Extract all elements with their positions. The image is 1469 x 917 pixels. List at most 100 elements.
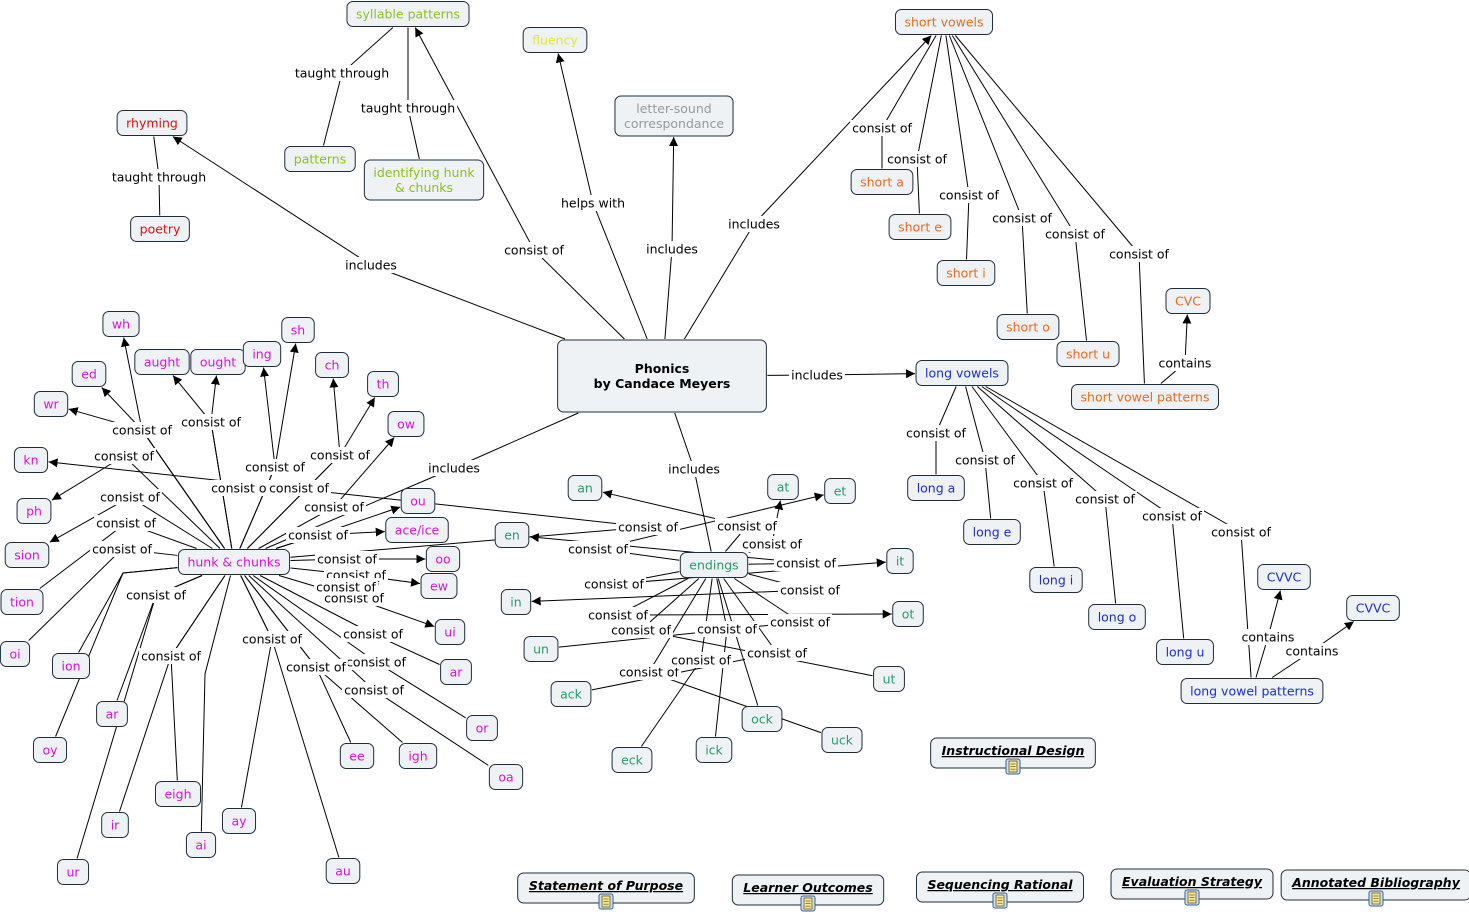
document-icon[interactable] xyxy=(992,892,1008,909)
document-icon[interactable] xyxy=(1368,890,1384,907)
node-tion[interactable]: tion xyxy=(0,589,44,615)
node-oo[interactable]: oo xyxy=(425,546,461,572)
node-ar2[interactable]: ar xyxy=(440,659,472,685)
node-box xyxy=(611,747,653,773)
node-poetry[interactable]: poetry xyxy=(130,216,190,242)
node-kn[interactable]: kn xyxy=(13,447,49,473)
node-wh[interactable]: wh xyxy=(102,311,140,337)
node-long-u[interactable]: long u xyxy=(1156,639,1214,665)
node-ought[interactable]: ought xyxy=(190,349,246,375)
node-sion[interactable]: sion xyxy=(4,542,50,568)
document-icon[interactable] xyxy=(800,895,816,912)
node-hunk[interactable]: hunk & chunks xyxy=(177,549,291,575)
node-ph[interactable]: ph xyxy=(16,498,52,524)
node-ee[interactable]: ee xyxy=(339,743,375,769)
node-label: an xyxy=(577,481,593,496)
node-aceice[interactable]: ace/ice xyxy=(385,517,449,543)
node-uck[interactable]: uck xyxy=(821,727,863,753)
node-eck[interactable]: eck xyxy=(611,747,653,773)
node-in[interactable]: in xyxy=(500,589,532,615)
node-ack[interactable]: ack xyxy=(550,681,592,707)
node-long-e[interactable]: long e xyxy=(963,519,1021,545)
link-label: includes xyxy=(646,242,698,257)
node-short-a[interactable]: short a xyxy=(850,169,914,195)
node-ut[interactable]: ut xyxy=(873,666,905,692)
node-fluency[interactable]: fluency xyxy=(522,27,588,53)
node-au[interactable]: au xyxy=(325,858,361,884)
node-short-vowels[interactable]: short vowels xyxy=(894,9,994,35)
node-wr[interactable]: wr xyxy=(33,391,69,417)
node-cvc[interactable]: CVC xyxy=(1165,288,1211,314)
node-aught[interactable]: aught xyxy=(134,349,190,375)
node-oi[interactable]: oi xyxy=(0,641,31,667)
document-icon[interactable] xyxy=(1005,758,1021,775)
node-un[interactable]: un xyxy=(523,636,559,662)
node-label: CVVC xyxy=(1267,570,1302,585)
node-ir[interactable]: ir xyxy=(101,812,129,838)
node-syllable-patterns[interactable]: syllable patterns xyxy=(346,1,470,27)
node-long-a[interactable]: long a xyxy=(907,475,965,501)
resource-instructional-design[interactable]: Instructional Design xyxy=(930,737,1096,775)
node-short-vowel-patterns[interactable]: short vowel patterns xyxy=(1071,384,1219,410)
node-long-vowel-patterns[interactable]: long vowel patterns xyxy=(1180,678,1324,704)
node-ew[interactable]: ew xyxy=(420,573,458,599)
node-endings[interactable]: endings xyxy=(679,552,749,578)
node-ock[interactable]: ock xyxy=(741,706,783,732)
node-et[interactable]: et xyxy=(824,478,856,504)
node-ot[interactable]: ot xyxy=(892,601,924,627)
node-oy[interactable]: oy xyxy=(32,737,68,763)
node-ed[interactable]: ed xyxy=(71,361,107,387)
node-long-vowels[interactable]: long vowels xyxy=(915,360,1009,386)
node-ick[interactable]: ick xyxy=(695,737,733,763)
node-ui[interactable]: ui xyxy=(434,619,466,645)
node-or[interactable]: or xyxy=(466,715,498,741)
node-cvvc2[interactable]: CVVC xyxy=(1346,595,1400,621)
node-long-o[interactable]: long o xyxy=(1088,604,1146,630)
link-label-background xyxy=(92,448,156,464)
node-igh[interactable]: igh xyxy=(398,743,438,769)
node-patterns[interactable]: patterns xyxy=(284,146,356,172)
node-at[interactable]: at xyxy=(767,474,799,500)
document-icon[interactable] xyxy=(1184,889,1200,906)
node-th[interactable]: th xyxy=(367,371,399,397)
resource-learner-outcomes[interactable]: Learner Outcomes xyxy=(731,874,885,912)
node-short-i[interactable]: short i xyxy=(936,260,996,286)
node-en[interactable]: en xyxy=(494,522,530,548)
node-label: ai xyxy=(195,838,206,853)
resource-annotated-bibliography[interactable]: Annotated Bibliography xyxy=(1280,869,1469,907)
node-short-u[interactable]: short u xyxy=(1056,341,1120,367)
resource-evaluation-strategy[interactable]: Evaluation Strategy xyxy=(1110,868,1274,906)
node-label: long a xyxy=(917,481,956,496)
node-ur[interactable]: ur xyxy=(56,859,90,885)
link-label: consist of xyxy=(92,542,152,557)
link-label-background xyxy=(179,414,243,430)
node-short-e[interactable]: short e xyxy=(888,214,952,240)
document-icon[interactable] xyxy=(598,893,614,910)
link-label: consist of xyxy=(245,460,305,475)
node-ay[interactable]: ay xyxy=(221,808,257,834)
node-sh[interactable]: sh xyxy=(281,317,315,343)
node-rhyming[interactable]: rhyming xyxy=(116,110,188,136)
node-oa[interactable]: oa xyxy=(488,764,524,790)
node-ow[interactable]: ow xyxy=(387,411,425,437)
node-identifying[interactable]: identifying hunk& chunks xyxy=(363,159,485,201)
node-ion[interactable]: ion xyxy=(51,653,91,679)
node-ch[interactable]: ch xyxy=(315,352,349,378)
node-cvvc1[interactable]: CVVC xyxy=(1257,564,1311,590)
node-label: eigh xyxy=(164,787,191,802)
node-an[interactable]: an xyxy=(567,475,603,501)
node-ai[interactable]: ai xyxy=(185,832,217,858)
node-ing[interactable]: ing xyxy=(242,341,282,367)
link-label: consist of xyxy=(1045,227,1105,242)
node-ou[interactable]: ou xyxy=(400,488,436,514)
resource-sequencing-rational[interactable]: Sequencing Rational xyxy=(915,871,1085,909)
node-long-i[interactable]: long i xyxy=(1029,567,1083,593)
node-eigh[interactable]: eigh xyxy=(154,781,202,807)
node-ar1[interactable]: ar xyxy=(96,701,128,727)
link-label: consist of xyxy=(906,426,966,441)
resource-statement-of-purpose[interactable]: Statement of Purpose xyxy=(517,872,695,910)
node-it[interactable]: it xyxy=(886,548,914,574)
node-short-o[interactable]: short o xyxy=(996,314,1060,340)
